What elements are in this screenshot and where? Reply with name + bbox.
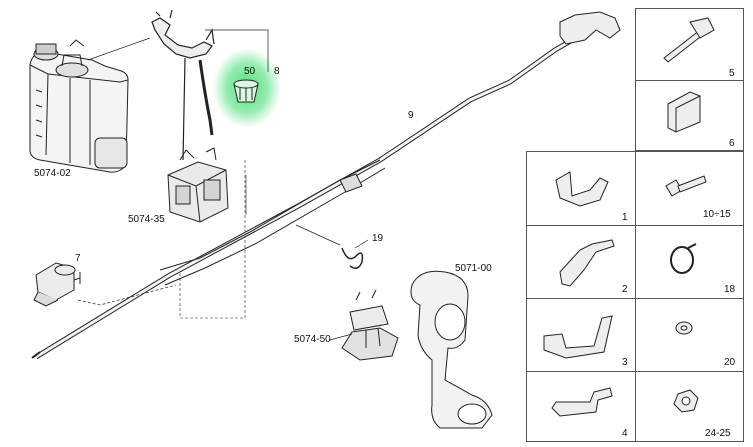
cell-number: 4 bbox=[622, 428, 628, 439]
cell-number: 5 bbox=[729, 68, 735, 79]
pump-module-drawing[interactable] bbox=[167, 147, 229, 223]
leader-line bbox=[205, 29, 269, 72]
part-nut-icon[interactable] bbox=[673, 389, 699, 413]
cell-number: 10÷15 bbox=[703, 209, 731, 220]
tube-drawing[interactable] bbox=[410, 270, 493, 429]
tank-unit-drawing[interactable] bbox=[341, 289, 399, 361]
cell-number: 1 bbox=[622, 212, 628, 223]
leader-line bbox=[87, 37, 151, 61]
callout-tube: 5071-00 bbox=[455, 263, 492, 274]
callout-pump-module: 5074-35 bbox=[128, 214, 165, 225]
callout-highlight-qty: 50 bbox=[244, 66, 256, 77]
tank-drawing[interactable] bbox=[29, 39, 129, 173]
leader-line bbox=[329, 333, 353, 341]
part-6-icon[interactable] bbox=[667, 91, 701, 133]
callout-tank: 5074-02 bbox=[34, 168, 71, 179]
part-20-icon[interactable] bbox=[675, 321, 693, 335]
parts-grid-frame bbox=[526, 8, 744, 442]
cell-number: 2 bbox=[622, 284, 628, 295]
cell-number: 18 bbox=[724, 284, 736, 295]
part-1-icon[interactable] bbox=[555, 171, 609, 207]
part-4-icon[interactable] bbox=[551, 387, 613, 417]
part-5-icon[interactable] bbox=[663, 17, 715, 63]
fuel-line-drawing[interactable] bbox=[31, 11, 621, 360]
callout-line: 9 bbox=[408, 110, 414, 121]
harness-drawing[interactable] bbox=[151, 9, 215, 161]
part-18-icon[interactable] bbox=[670, 243, 697, 274]
part-bolt-icon[interactable] bbox=[665, 175, 707, 197]
cell-number: 24-25 bbox=[705, 428, 731, 439]
cell-number: 3 bbox=[622, 357, 628, 368]
part-3-icon[interactable] bbox=[543, 315, 613, 359]
callout-pump: 7 bbox=[75, 253, 81, 264]
cell-number: 6 bbox=[729, 138, 735, 149]
callout-highlight-ref: 8 bbox=[274, 66, 280, 77]
leader-line bbox=[295, 224, 341, 246]
leader-line bbox=[179, 160, 246, 319]
callout-clip: 19 bbox=[372, 233, 384, 244]
highlighted-part-8[interactable] bbox=[233, 79, 259, 103]
callout-tank-unit: 5074-50 bbox=[294, 334, 331, 345]
cell-number: 20 bbox=[724, 357, 736, 368]
leader-line bbox=[77, 284, 177, 306]
clip-drawing[interactable] bbox=[341, 247, 364, 269]
part-2-icon[interactable] bbox=[559, 239, 615, 287]
leader-line bbox=[354, 239, 369, 249]
pump-drawing[interactable] bbox=[33, 262, 81, 307]
